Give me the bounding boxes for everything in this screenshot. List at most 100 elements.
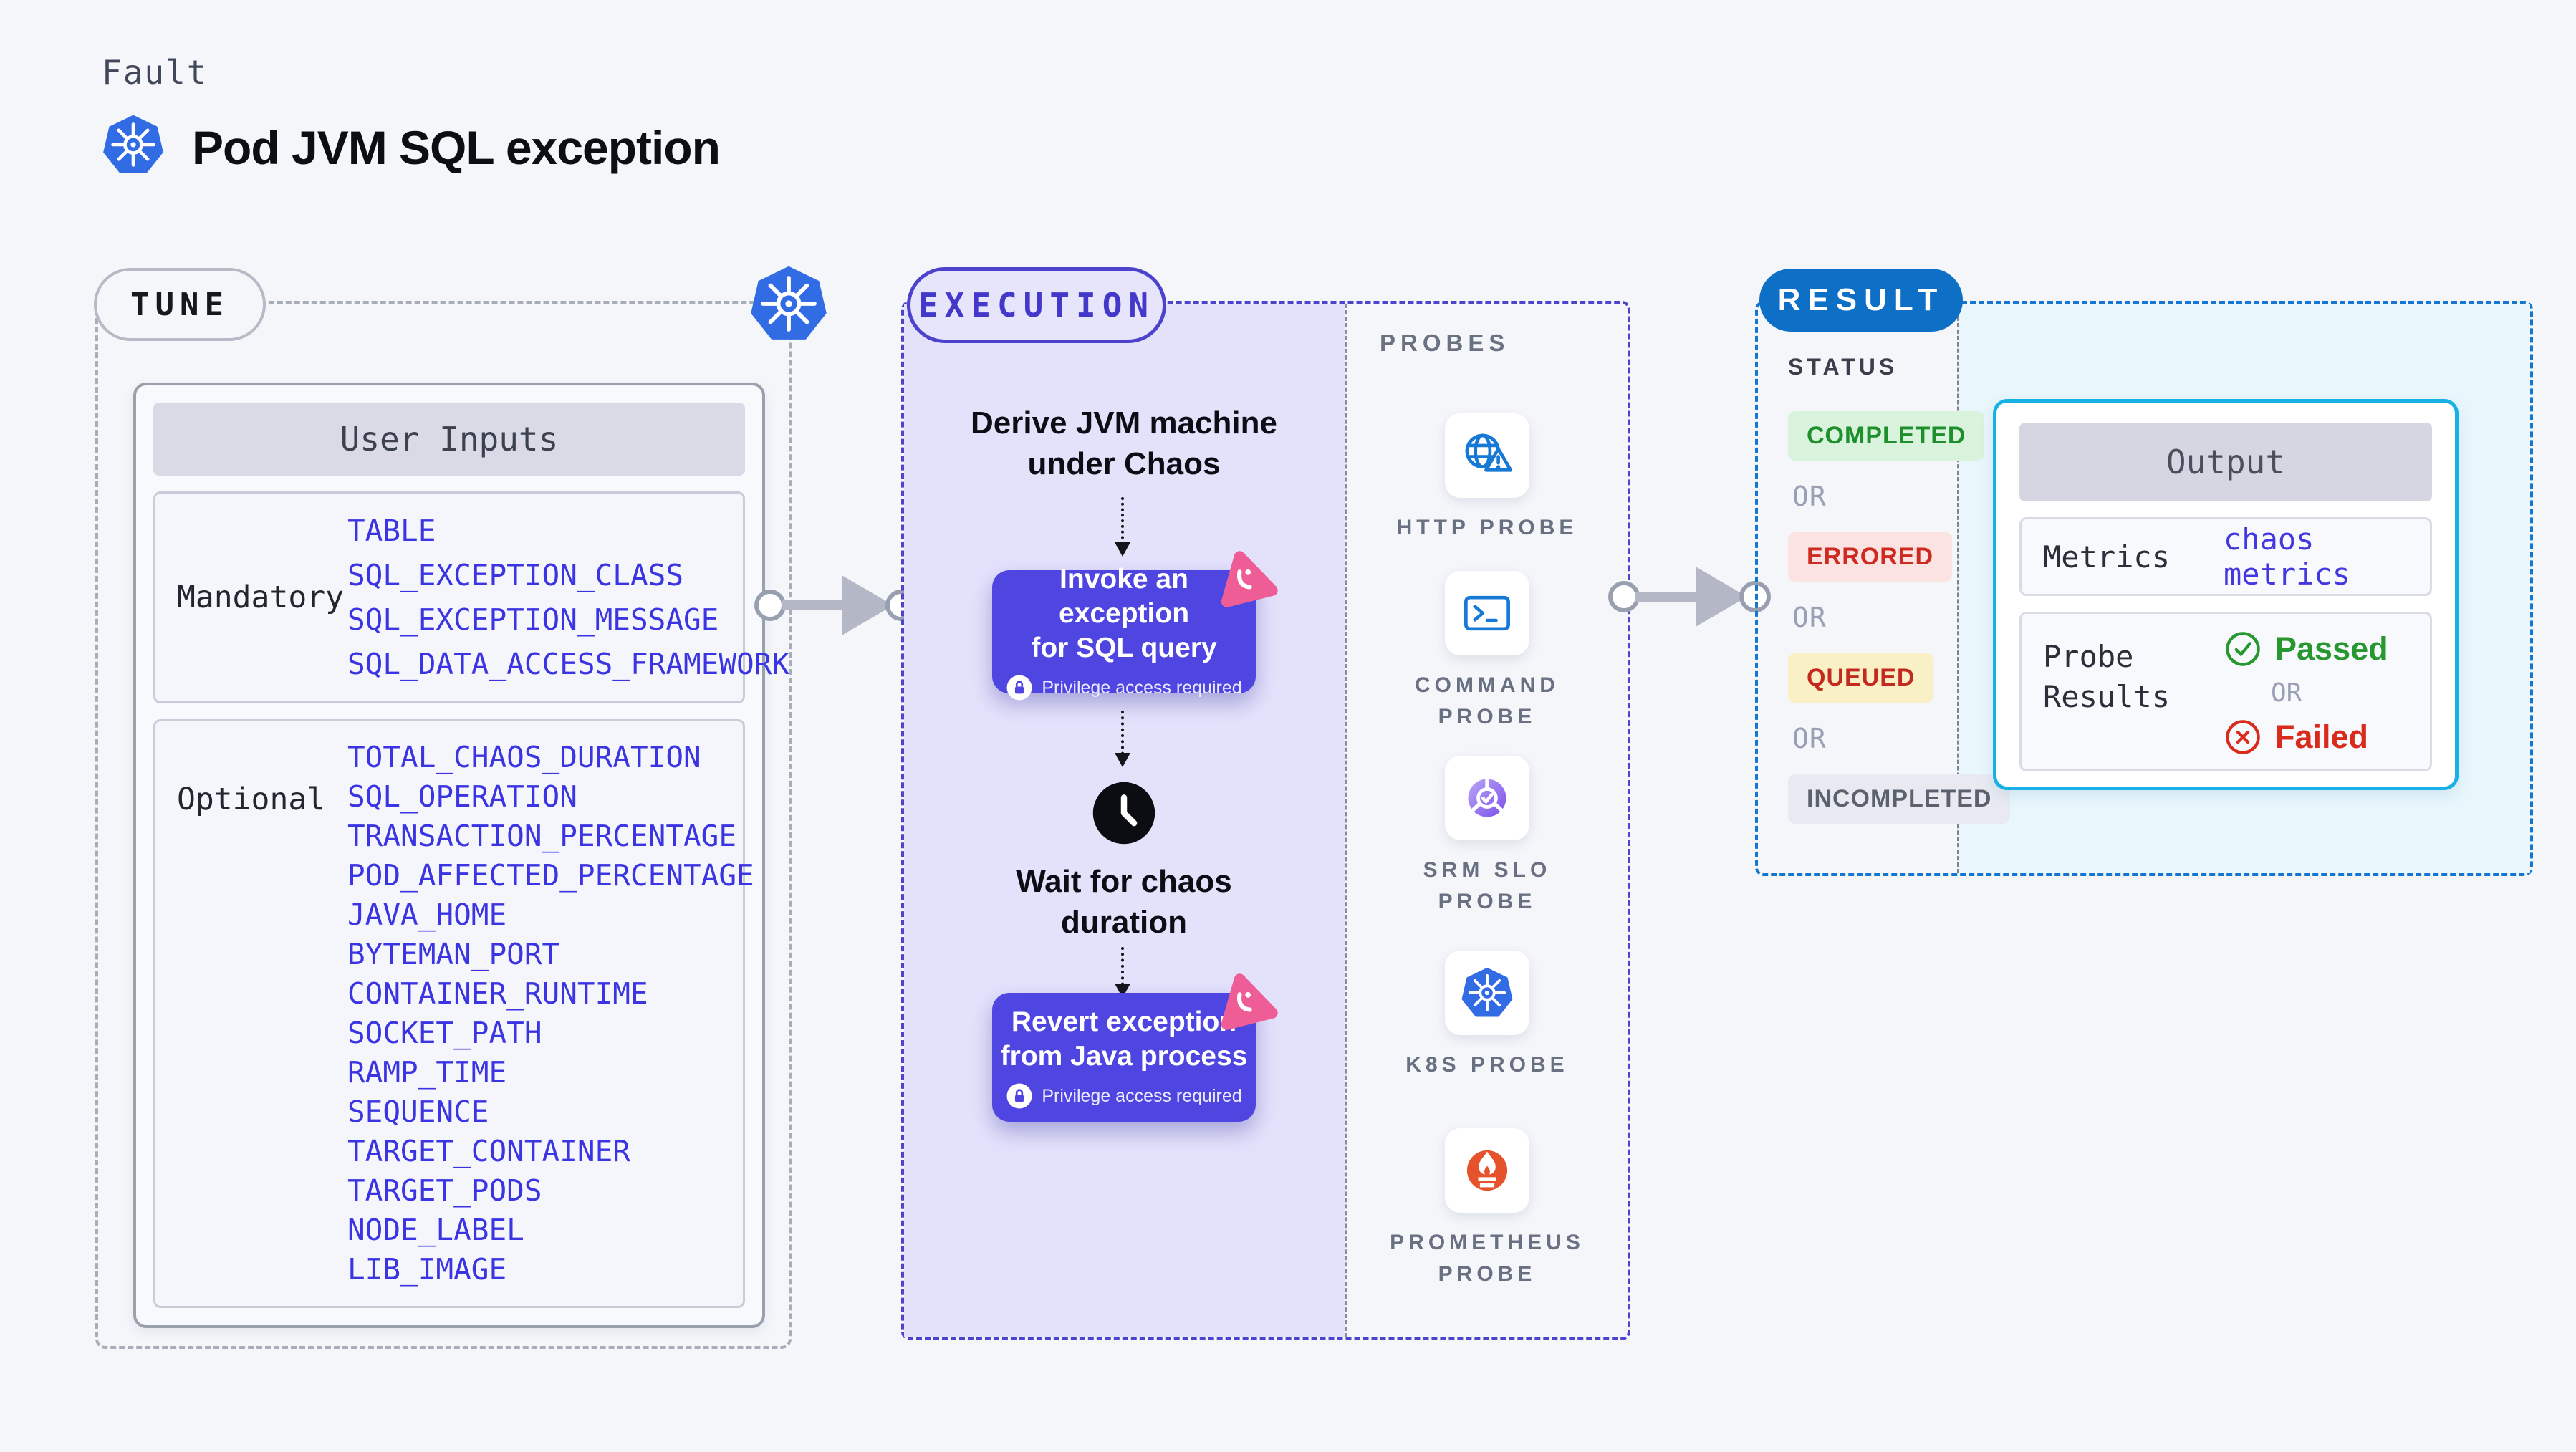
mandatory-group: Mandatory TABLE SQL_EXCEPTION_CLASS SQL_… bbox=[153, 491, 789, 703]
tune-panel: TUNE User Inputs Mandatory TABLE SQL_EXC… bbox=[94, 301, 792, 1349]
status-badge: ERRORED bbox=[1788, 532, 1953, 582]
status-badge: INCOMPLETED bbox=[1788, 774, 2011, 824]
kubernetes-icon bbox=[100, 112, 166, 178]
result-badge: RESULT bbox=[1759, 269, 1963, 332]
srm-slo-probe-icon bbox=[1445, 756, 1529, 840]
mandatory-label: Mandatory bbox=[177, 580, 344, 615]
lock-icon bbox=[1006, 675, 1032, 701]
probe-results-label: Probe Results bbox=[2043, 639, 2171, 714]
metrics-label: Metrics bbox=[2043, 539, 2171, 574]
flow-connector bbox=[1115, 711, 1130, 767]
privilege-note-text: Privilege access required bbox=[1042, 1085, 1242, 1106]
passed-text: Passed bbox=[2275, 630, 2388, 667]
probe-label: HTTP PROBE bbox=[1396, 516, 1578, 539]
probe-results-row: Probe Results Passed OR bbox=[2019, 612, 2432, 771]
litmus-chaos-icon bbox=[1208, 963, 1282, 1038]
derive-step-text: Derive JVM machine under Chaos bbox=[971, 405, 1277, 481]
flow-connector bbox=[1115, 947, 1130, 998]
privilege-note-text: Privilege access required bbox=[1042, 677, 1242, 698]
probe-prometheus: PROMETHEUS PROBE bbox=[1347, 1128, 1628, 1290]
invoke-exception-button[interactable]: Invoke an exception for SQL query Privil… bbox=[992, 551, 1278, 701]
tune-badge: TUNE bbox=[94, 268, 266, 341]
execution-badge: EXECUTION bbox=[907, 267, 1166, 343]
probe-srm-slo: SRM SLO PROBE bbox=[1347, 756, 1628, 918]
user-input-field: SQL_EXCEPTION_MESSAGE bbox=[347, 602, 719, 637]
user-input-field: SQL_OPERATION bbox=[347, 779, 577, 814]
status-title: STATUS bbox=[1788, 354, 1898, 380]
status-badge: QUEUED bbox=[1788, 653, 1934, 703]
probe-failed: Failed bbox=[2224, 718, 2408, 756]
user-input-field: JAVA_HOME bbox=[347, 898, 507, 932]
invoke-step-title: Invoke an exception for SQL query bbox=[1031, 564, 1217, 663]
k8s-probe-icon bbox=[1445, 951, 1529, 1035]
user-input-field: SQL_EXCEPTION_CLASS bbox=[347, 558, 683, 592]
user-input-field: BYTEMAN_PORT bbox=[347, 937, 560, 971]
arrow-head bbox=[1696, 567, 1747, 627]
user-input-field: SOCKET_PATH bbox=[347, 1016, 542, 1050]
user-input-field: RAMP_TIME bbox=[347, 1055, 507, 1090]
connector-dot bbox=[754, 590, 786, 621]
probe-results-values: Passed OR Failed bbox=[2224, 627, 2408, 756]
metrics-value: chaos metrics bbox=[2224, 521, 2351, 592]
optional-items: TOTAL_CHAOS_DURATION SQL_OPERATION TRANS… bbox=[347, 736, 754, 1292]
metrics-row: Metrics chaos metrics bbox=[2019, 517, 2432, 596]
http-probe-icon bbox=[1445, 413, 1529, 498]
user-input-field: NODE_LABEL bbox=[347, 1213, 524, 1247]
user-input-field: POD_AFFECTED_PERCENTAGE bbox=[347, 858, 754, 893]
arrow-shaft bbox=[1635, 592, 1698, 602]
probes-column: PROBES HTTP PROBE bbox=[1345, 304, 1628, 1337]
litmus-chaos-icon bbox=[1208, 541, 1282, 615]
fault-eyebrow: Fault bbox=[102, 53, 208, 92]
arrow-head bbox=[842, 575, 893, 635]
optional-label: Optional bbox=[177, 782, 326, 817]
arrow-shaft bbox=[782, 600, 845, 610]
status-badge: COMPLETED bbox=[1788, 411, 1985, 461]
probe-http: HTTP PROBE bbox=[1347, 413, 1628, 544]
command-probe-icon bbox=[1445, 571, 1529, 655]
probe-label: K8S PROBE bbox=[1405, 1053, 1569, 1077]
status-badge: OR bbox=[1792, 481, 1827, 512]
probe-label: COMMAND PROBE bbox=[1415, 673, 1559, 729]
wait-step-text: Wait for chaos duration bbox=[1016, 864, 1232, 940]
status-badge: OR bbox=[1792, 602, 1827, 633]
failed-text: Failed bbox=[2275, 718, 2369, 755]
output-card: Output Metrics chaos metrics Probe Resul… bbox=[1993, 399, 2459, 790]
arrow-tune-to-execution bbox=[754, 573, 919, 638]
status-badge: OR bbox=[1792, 723, 1827, 754]
result-panel: RESULT STATUS COMPLETED OR ERRORED OR QU… bbox=[1755, 269, 2533, 876]
x-circle-icon bbox=[2226, 720, 2260, 754]
revert-exception-button[interactable]: Revert exception from Java process Privi… bbox=[992, 973, 1278, 1122]
optional-group: Optional TOTAL_CHAOS_DURATION SQL_OPERAT… bbox=[153, 719, 754, 1308]
user-input-field: LIB_IMAGE bbox=[347, 1252, 507, 1287]
probe-label: PROMETHEUS PROBE bbox=[1390, 1231, 1585, 1286]
probe-label: SRM SLO PROBE bbox=[1423, 858, 1552, 913]
mandatory-items: TABLE SQL_EXCEPTION_CLASS SQL_EXCEPTION_… bbox=[347, 508, 789, 687]
clock-icon bbox=[1092, 782, 1155, 845]
user-inputs-card: User Inputs Mandatory TABLE SQL_EXCEPTIO… bbox=[133, 383, 789, 1328]
check-circle-icon bbox=[2226, 632, 2260, 666]
probe-command: COMMAND PROBE bbox=[1347, 571, 1628, 733]
revert-step-title: Revert exception from Java process bbox=[1000, 1006, 1248, 1072]
user-input-field: TRANSACTION_PERCENTAGE bbox=[347, 819, 737, 853]
privilege-note: Privilege access required bbox=[1006, 1082, 1242, 1110]
user-input-field: TABLE bbox=[347, 514, 436, 548]
user-input-field: SQL_DATA_ACCESS_FRAMEWORK bbox=[347, 647, 790, 681]
user-input-field: TARGET_CONTAINER bbox=[347, 1134, 630, 1168]
execution-panel: PROBES HTTP PROBE bbox=[901, 267, 1630, 1340]
probe-passed: Passed bbox=[2224, 630, 2408, 668]
user-input-field: SEQUENCE bbox=[347, 1095, 489, 1129]
output-title: Output bbox=[2019, 423, 2432, 501]
user-input-field: TARGET_PODS bbox=[347, 1173, 542, 1208]
probe-k8s: K8S PROBE bbox=[1347, 951, 1628, 1081]
page-title: Pod JVM SQL exception bbox=[192, 121, 721, 174]
arrow-execution-to-result bbox=[1608, 564, 1773, 629]
user-inputs-title: User Inputs bbox=[153, 403, 745, 476]
privilege-note: Privilege access required bbox=[1006, 674, 1242, 701]
lock-icon bbox=[1006, 1083, 1032, 1109]
user-input-field: CONTAINER_RUNTIME bbox=[347, 976, 648, 1011]
kubernetes-icon bbox=[747, 262, 830, 345]
status-list: COMPLETED OR ERRORED OR QUEUED OR INCOMP… bbox=[1788, 411, 2011, 824]
user-input-field: TOTAL_CHAOS_DURATION bbox=[347, 740, 701, 774]
flow-connector bbox=[1115, 497, 1130, 557]
